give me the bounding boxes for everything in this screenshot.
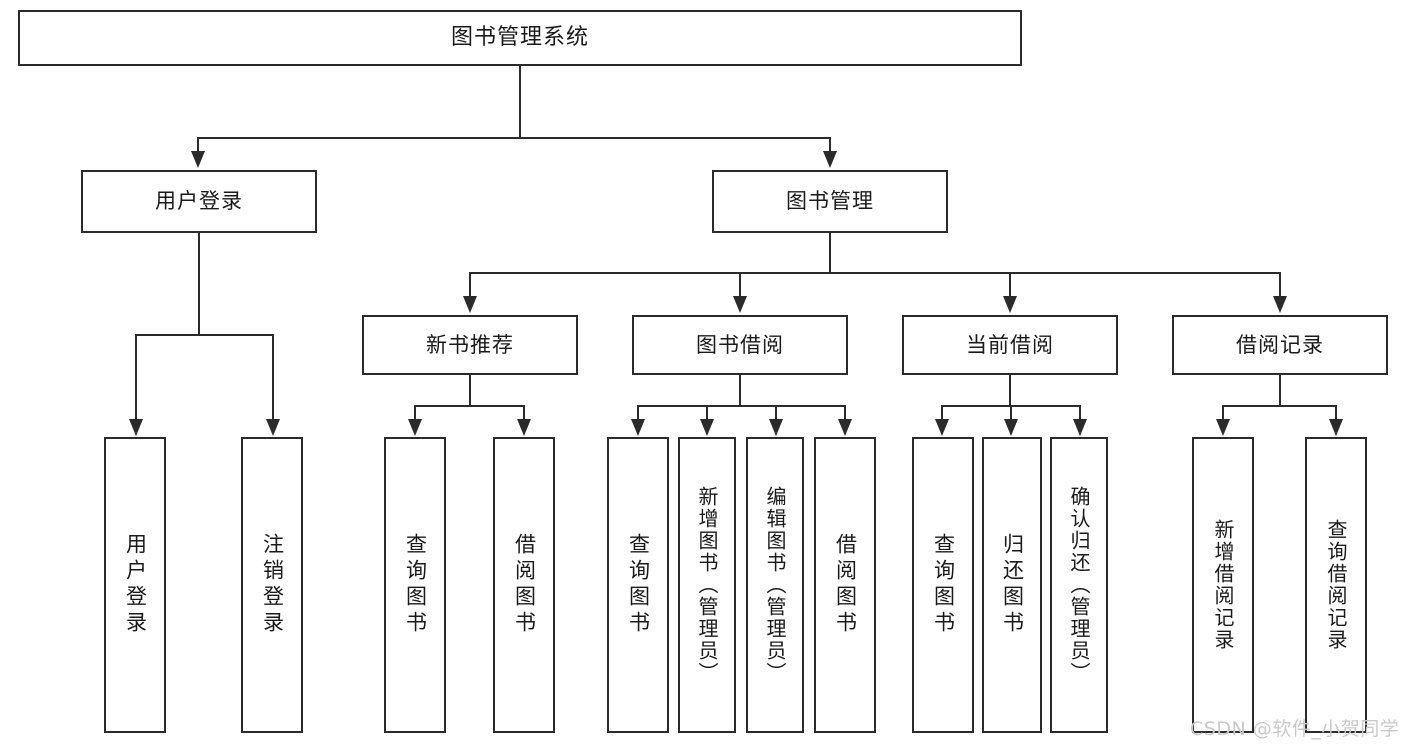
connector-root-bus bbox=[197, 137, 831, 139]
connector-bb-to-leaf-2 bbox=[706, 405, 708, 419]
node-label: 图书管理系统 bbox=[450, 25, 589, 51]
arrowhead-bm-to-new-book bbox=[463, 296, 477, 313]
connector-root-to-user-login bbox=[197, 137, 199, 153]
arrowhead-cb-to-leaf-3 bbox=[1073, 419, 1087, 436]
arrowhead-bb-to-leaf-3 bbox=[769, 419, 783, 436]
leaf-query-book-borrow[interactable]: 查询图书 bbox=[607, 437, 669, 733]
arrowhead-br-to-leaf-2 bbox=[1329, 419, 1343, 436]
connector-root-to-book-management bbox=[829, 137, 831, 153]
node-label: 注销登录 bbox=[260, 533, 285, 637]
node-user-login[interactable]: 用户登录 bbox=[81, 170, 317, 233]
node-label: 归还图书 bbox=[1000, 533, 1025, 637]
connector-bm-to-new-book bbox=[469, 272, 471, 296]
node-label: 查询图书 bbox=[931, 533, 956, 637]
node-label: 新书推荐 bbox=[426, 332, 514, 357]
connector-root-stem bbox=[519, 66, 521, 138]
arrowhead-bm-to-book-borrow bbox=[733, 296, 747, 313]
connector-bm-to-book-borrow bbox=[739, 272, 741, 296]
watermark-text: CSDN @软件_小贺同学 bbox=[1190, 718, 1400, 740]
connector-book-management-bus bbox=[469, 272, 1280, 274]
leaf-return-book[interactable]: 归还图书 bbox=[982, 437, 1042, 733]
leaf-logout[interactable]: 注销登录 bbox=[241, 437, 303, 733]
connector-bm-to-current-borrow bbox=[1009, 272, 1011, 296]
node-current-borrow[interactable]: 当前借阅 bbox=[902, 315, 1118, 375]
node-label: 借阅图书 bbox=[833, 533, 858, 637]
node-label: 用户登录 bbox=[123, 533, 148, 637]
leaf-add-borrow-record[interactable]: 新增借阅记录 bbox=[1192, 437, 1254, 733]
arrowhead-cb-to-leaf-2 bbox=[1004, 419, 1018, 436]
arrowhead-bb-to-leaf-4 bbox=[838, 419, 852, 436]
arrowhead-bb-to-leaf-2 bbox=[700, 419, 714, 436]
node-borrow-record[interactable]: 借阅记录 bbox=[1172, 315, 1388, 375]
connector-current-borrow-stem bbox=[1009, 375, 1011, 406]
leaf-user-login[interactable]: 用户登录 bbox=[104, 437, 166, 733]
connector-borrow-record-stem bbox=[1279, 375, 1281, 406]
node-book-borrow[interactable]: 图书借阅 bbox=[632, 315, 848, 375]
connector-new-book-stem bbox=[469, 375, 471, 406]
node-label: 当前借阅 bbox=[966, 332, 1054, 357]
leaf-query-book-current[interactable]: 查询图书 bbox=[912, 437, 974, 733]
node-label: 借阅记录 bbox=[1236, 332, 1324, 357]
leaf-borrow-book-new[interactable]: 借阅图书 bbox=[493, 437, 555, 733]
connector-bb-to-leaf-4 bbox=[844, 405, 846, 419]
csdn-watermark: CSDN @软件_小贺同学 bbox=[1190, 714, 1399, 741]
connector-book-borrow-stem bbox=[739, 375, 741, 406]
node-new-book-recommend[interactable]: 新书推荐 bbox=[362, 315, 578, 375]
leaf-confirm-return-admin[interactable]: 确认归还（管理员） bbox=[1050, 437, 1108, 733]
arrowhead-user-login-to-leaf-2 bbox=[266, 419, 280, 436]
connector-bb-to-leaf-3 bbox=[775, 405, 777, 419]
node-label: 查询图书 bbox=[626, 533, 651, 637]
leaf-borrow-book[interactable]: 借阅图书 bbox=[814, 437, 876, 733]
arrowhead-bm-to-borrow-record bbox=[1273, 296, 1287, 313]
connector-bb-to-leaf-1 bbox=[637, 405, 639, 419]
connector-nb-to-leaf-1 bbox=[414, 405, 416, 419]
connector-nb-to-leaf-2 bbox=[523, 405, 525, 419]
connector-br-to-leaf-2 bbox=[1335, 405, 1337, 419]
node-label: 查询图书 bbox=[403, 533, 428, 637]
arrowhead-nb-to-leaf-2 bbox=[517, 419, 531, 436]
arrowhead-root-to-user-login bbox=[191, 151, 205, 168]
connector-br-to-leaf-1 bbox=[1222, 405, 1224, 419]
connector-user-login-to-leaf-2 bbox=[272, 334, 274, 420]
node-label: 编辑图书（管理员） bbox=[763, 486, 787, 684]
connector-bm-to-borrow-record bbox=[1279, 272, 1281, 296]
connector-cb-to-leaf-2 bbox=[1010, 405, 1012, 419]
arrowhead-br-to-leaf-1 bbox=[1216, 419, 1230, 436]
connector-new-book-bus bbox=[414, 405, 524, 407]
node-label: 新增图书（管理员） bbox=[695, 486, 719, 684]
arrowhead-cb-to-leaf-1 bbox=[935, 419, 949, 436]
node-label: 查询借阅记录 bbox=[1324, 519, 1348, 651]
node-label: 用户登录 bbox=[155, 189, 243, 214]
connector-user-login-to-leaf-1 bbox=[135, 334, 137, 420]
arrowhead-bm-to-current-borrow bbox=[1003, 296, 1017, 313]
connector-user-login-stem bbox=[198, 233, 200, 335]
leaf-edit-book-admin[interactable]: 编辑图书（管理员） bbox=[746, 437, 804, 733]
arrowhead-bb-to-leaf-1 bbox=[631, 419, 645, 436]
node-label: 图书管理 bbox=[786, 189, 874, 214]
arrowhead-root-to-book-management bbox=[823, 151, 837, 168]
leaf-query-borrow-record[interactable]: 查询借阅记录 bbox=[1305, 437, 1367, 733]
connector-book-borrow-bus bbox=[637, 405, 846, 407]
connector-borrow-record-bus bbox=[1222, 405, 1336, 407]
connector-book-management-stem bbox=[829, 233, 831, 273]
arrowhead-nb-to-leaf-1 bbox=[408, 419, 422, 436]
node-label: 确认归还（管理员） bbox=[1067, 486, 1091, 684]
connector-cb-to-leaf-1 bbox=[941, 405, 943, 419]
node-label: 新增借阅记录 bbox=[1211, 519, 1235, 651]
node-root-book-management-system[interactable]: 图书管理系统 bbox=[18, 10, 1022, 66]
connector-user-login-bus bbox=[135, 334, 273, 336]
leaf-add-book-admin[interactable]: 新增图书（管理员） bbox=[678, 437, 736, 733]
node-book-management[interactable]: 图书管理 bbox=[712, 170, 948, 233]
connector-cb-to-leaf-3 bbox=[1079, 405, 1081, 419]
node-label: 借阅图书 bbox=[512, 533, 537, 637]
node-label: 图书借阅 bbox=[696, 332, 784, 357]
arrowhead-user-login-to-leaf-1 bbox=[129, 419, 143, 436]
leaf-query-book-new[interactable]: 查询图书 bbox=[384, 437, 446, 733]
